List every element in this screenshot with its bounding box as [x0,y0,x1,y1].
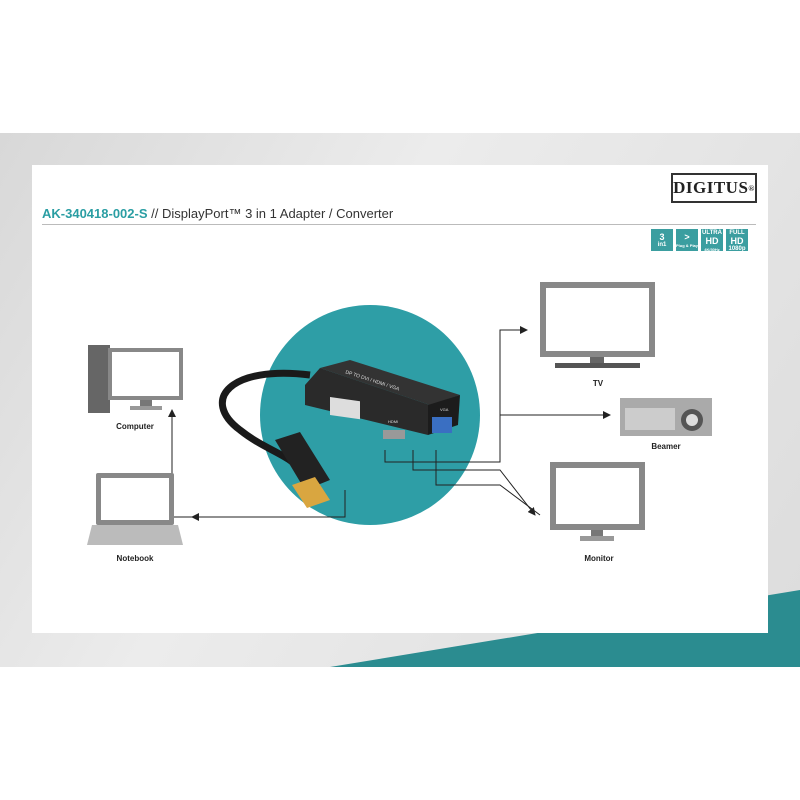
divider [42,224,756,225]
label-beamer: Beamer [651,442,681,451]
tv-icon [540,282,655,368]
vga-port [432,417,452,433]
vga-label: VGA [440,407,449,412]
notebook-icon [87,473,183,545]
badge-plug-play: >Plug & Play [676,229,698,251]
badge-text: HD [730,235,744,246]
label-computer: Computer [116,422,154,431]
product-title: DisplayPort™ 3 in 1 Adapter / Converter [162,206,394,221]
label-tv: TV [592,379,604,388]
computer-icon [88,345,183,413]
displayport-plug [275,432,330,508]
product-code: AK-340418-002-S [42,206,148,221]
beamer-icon [620,398,712,436]
label-monitor: Monitor [584,554,614,563]
badge-text: > [684,232,690,242]
badge-text: in1 [657,242,667,248]
hdmi-label: HDMI [388,419,399,424]
logo-mark: ® [748,183,755,193]
label-notebook: Notebook [116,554,154,563]
hdmi-port [383,430,405,439]
badge-text: FULL [729,229,745,236]
badge-text: Plug & Play [676,243,699,248]
title-separator: // [151,206,159,221]
badge-text: 4K/30Hz [704,246,720,252]
logo-text: DIGITUS [673,178,749,197]
connection-lines [168,326,611,521]
page-title: AK-340418-002-S // DisplayPort™ 3 in 1 A… [42,206,393,221]
dvi-port [330,397,360,420]
adapter-body [305,360,460,439]
badge-text: 3 [659,232,665,242]
badge-text: 1080p [728,245,746,252]
cable [218,369,311,473]
badge-text: ULTRA [702,229,722,236]
digitus-logo: DIGITUS® [671,173,757,203]
monitor-icon [550,462,645,541]
badge-text: HD [705,235,719,246]
